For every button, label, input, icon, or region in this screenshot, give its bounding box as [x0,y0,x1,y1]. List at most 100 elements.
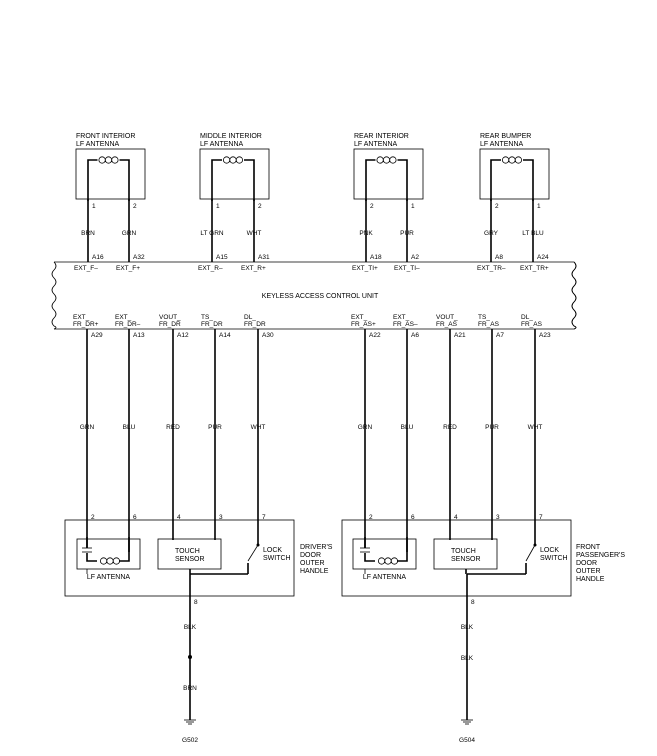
handle-antenna-coil-icon [100,557,121,565]
wire-color-label: BLU [123,424,136,431]
handle-pin-label: 6 [133,514,137,521]
touch-sensor-label: TOUCH [451,548,476,555]
handle-box [64,519,295,597]
ground-wire-color: BLK [184,624,197,631]
ecu-pin-label: A13 [133,332,145,339]
handle-pin-label: 7 [262,514,266,521]
antenna-pin-right: 1 [411,203,415,210]
ground-name: G504 [459,737,475,744]
ecu-signal-label: EXT_ [393,314,410,321]
antenna-box [75,148,146,200]
ecu-signal-label: FR_DR+ [73,321,99,328]
handle-label: OUTER [300,560,325,567]
lock-switch-label: SWITCH [263,555,291,562]
touch-sensor-label: SENSOR [175,556,205,563]
wire-color-label: BLU [401,424,414,431]
antenna-coil-icon-loops [376,156,397,164]
antenna-pin-left: 1 [92,203,96,210]
ecu-signal-label: EXT_F+ [116,265,140,272]
wire-color-label: RED [166,424,180,431]
coil-gap [222,155,244,165]
antenna-title: MIDDLE INTERIOR [200,133,262,140]
ecu-signal-label: EXT_F– [74,265,98,272]
ecu-pin-label: A18 [370,254,382,261]
handle-label: OUTER [576,568,601,575]
antenna-title: REAR BUMPER [480,133,531,140]
handle-label: DOOR [576,560,597,567]
ecu-pin-label: A24 [537,254,549,261]
antenna-pin-right: 2 [133,203,137,210]
handle-label: FRONT [576,544,601,551]
handle-label: HANDLE [300,568,329,575]
ecu-signal-label: FR_DR [244,321,266,328]
capacitor-gap [361,548,369,553]
handle-antenna-label: LF ANTENNA [363,574,407,581]
handle-pin-label: 3 [219,514,223,521]
ecu-pin-label: A32 [133,254,145,261]
antenna-title: LF ANTENNA [200,141,244,148]
wire-color-label: GRN [358,424,373,431]
antenna-box [199,148,270,200]
ground-wire-color: BRN [183,685,197,692]
ecu-pin-label: A21 [454,332,466,339]
handle-label: DRIVER'S [300,544,333,551]
handle-label: DOOR [300,552,321,559]
handle-pin-label: 2 [91,514,95,521]
wire-color-label: WHT [247,230,262,237]
ecu-pin-label: A22 [369,332,381,339]
antenna-title: LF ANTENNA [354,141,398,148]
ecu-signal-label: FR_DR [201,321,223,328]
wire-color-label: GRN [122,230,137,237]
antenna-pin-right: 2 [258,203,262,210]
coil-gap [375,155,398,165]
antenna-coil-icon-loops [502,156,523,164]
handle-label: PASSENGER'S [576,552,625,559]
antenna-loop-wire [490,159,534,201]
antenna-title: REAR INTERIOR [354,133,409,140]
antenna-box [479,148,550,200]
antenna-coil-icon-loops [98,156,119,164]
antenna-loop-wire [87,159,130,201]
ecu-signal-label: EXT_R+ [241,265,266,272]
handle-label: HANDLE [576,576,605,583]
ecu-pin-label: A16 [92,254,104,261]
ecu-signal-label: FR_AS [436,321,458,328]
ground-wire-color: BLK [461,655,474,662]
ecu-signal-label: EXT_TI+ [352,265,378,272]
ecu-signal-label: FR_AS+ [351,321,376,328]
ecu-pin-label: A12 [177,332,189,339]
ecu-left-edge [51,261,57,330]
ecu-signal-label: DL_ [244,314,256,321]
handle-pin-label: 4 [454,514,458,521]
wire-color-label: PUR [208,424,222,431]
handle-antenna-coil-icon [378,557,399,565]
ecu-signal-label: FR_AS [478,321,500,328]
antenna-box [353,148,424,200]
ecu-signal-label: FR_AS– [393,321,418,328]
ecu-pin-label: A23 [539,332,551,339]
antenna-loop-wire [211,159,255,201]
ecu-signal-label: EXT_ [73,314,90,321]
ecu-signal-label: EXT_R– [198,265,223,272]
splice-point-icon [188,655,192,659]
ecu-pin-label: A30 [262,332,274,339]
coil-gap [375,556,397,566]
lock-switch-label: LOCK [263,547,282,554]
ground-pin-label: 8 [471,599,475,606]
handle-antenna-coil-icon-loops [100,557,121,565]
wire-color-label: WHT [528,424,543,431]
ground-pin-label: 8 [194,599,198,606]
ground-name: G502 [182,737,198,744]
ground-wire-color: BLK [461,624,474,631]
ecu-signal-label: EXT_ [351,314,368,321]
ecu-signal-label: EXT_TR– [477,265,506,272]
ecu-pin-label: A2 [411,254,419,261]
ecu-pin-label: A7 [496,332,504,339]
handle-pin-label: 6 [411,514,415,521]
ecu-signal-label: EXT_ [115,314,132,321]
wire-color-label: LT BLU [522,230,544,237]
wire-color-label: RED [443,424,457,431]
lock-switch-label: SWITCH [540,555,568,562]
handle-pin-label: 3 [496,514,500,521]
